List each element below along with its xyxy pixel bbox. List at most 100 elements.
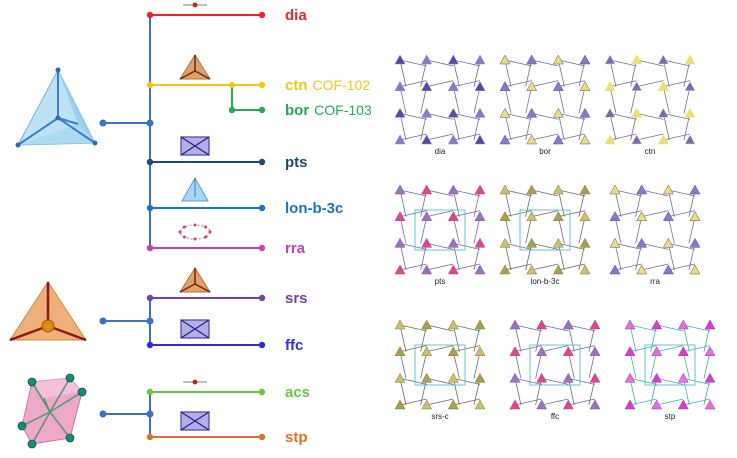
framework-node [509,346,521,356]
net-label-rra: rra [285,240,306,257]
branch-end-dot [258,388,266,396]
framework-node [579,107,591,118]
framework-node [394,134,406,145]
unit-cell [529,344,581,386]
framework-node [589,319,601,330]
framework-node [474,134,486,145]
pink-prism-node-icon [17,373,87,449]
branch-start-dot [146,11,154,19]
framework-node [499,211,511,221]
framework-node [421,107,433,118]
framework-node [562,319,574,330]
framework-node [526,211,538,221]
framework-node [662,211,674,221]
branch-pts: pts [146,136,308,171]
framework-node [704,346,716,356]
framework-node [474,81,486,91]
net-label-srs: srs [285,290,308,307]
unit-cell [519,209,571,251]
framework-node [624,399,636,410]
framework-node [394,184,406,195]
structure-caption: lon-b-3c [531,277,560,286]
framework-node [631,81,643,91]
framework-node [552,237,564,248]
net-label-stp: stp [285,429,308,446]
framework-node [662,184,674,195]
structure-caption: dia [435,147,446,156]
framework-node [526,107,538,118]
structure-caption: pts [435,277,446,286]
framework-node [421,346,433,356]
framework-node [421,54,433,65]
framework-node [394,107,406,118]
framework-node [474,211,486,221]
framework-node [657,134,669,145]
framework-node [474,319,486,330]
branch-dia: dia [146,2,307,24]
net-name: srs [285,290,308,307]
node-icons [9,67,98,449]
net-label-pts: pts [285,154,308,171]
framework-node [394,237,406,248]
net-name: lon-b-3c [285,200,343,217]
framework-node [631,54,643,65]
framework-node [474,54,486,65]
net-label-lon-b-3c: lon-b-3c [285,200,343,217]
tree-root-dot [99,410,107,418]
framework-node [499,107,511,118]
framework-node [579,264,591,275]
framework-node [499,237,511,248]
framework-node [509,399,521,410]
framework-node [421,372,433,383]
framework-node [536,346,548,356]
framework-node [421,134,433,145]
framework-node [536,399,548,410]
framework-node [394,399,406,410]
structure-ctn: ctn [604,54,696,156]
framework-node [474,237,486,248]
framework-node [474,346,486,356]
structure-caption: rra [650,277,660,286]
net-name: stp [285,429,308,446]
net-name: pts [285,154,308,171]
framework-node [624,319,636,330]
framework-node [499,81,511,91]
framework-node [394,81,406,91]
framework-node [704,399,716,410]
framework-node [579,54,591,65]
framework-node [579,134,591,145]
framework-node [394,346,406,356]
branch-start-dot [146,81,154,89]
framework-node [604,81,616,91]
framework-node [604,54,616,65]
structure-lon-b-3c: lon-b-3c [499,184,591,286]
framework-node [526,81,538,91]
framework-node [636,184,648,195]
framework-node [677,346,689,356]
net-label-acs: acs [285,384,310,401]
branch-end-dot [258,244,266,252]
net-name: dia [285,7,307,24]
framework-node [447,81,459,91]
structure-caption: stp [665,412,676,421]
framework-node [677,399,689,410]
structure-caption: bor [539,147,551,156]
net-name: ffc [285,337,303,354]
framework-node [526,54,538,65]
structure-caption: ctn [645,147,656,156]
framework-node [624,372,636,383]
framework-node [447,399,459,410]
branch-lon-b-3c: lon-b-3c [146,176,343,217]
framework-node [552,134,564,145]
branch-end-dot [258,433,266,441]
framework-node [684,134,696,145]
framework-node [677,372,689,383]
orange-triangle-icon [179,267,211,293]
framework-node [526,134,538,145]
branch-start-dot [146,244,154,252]
cof-name: COF-102 [313,77,371,93]
branch-end-dot [258,341,266,349]
framework-node [474,184,486,195]
branch-start-dot [146,388,154,396]
